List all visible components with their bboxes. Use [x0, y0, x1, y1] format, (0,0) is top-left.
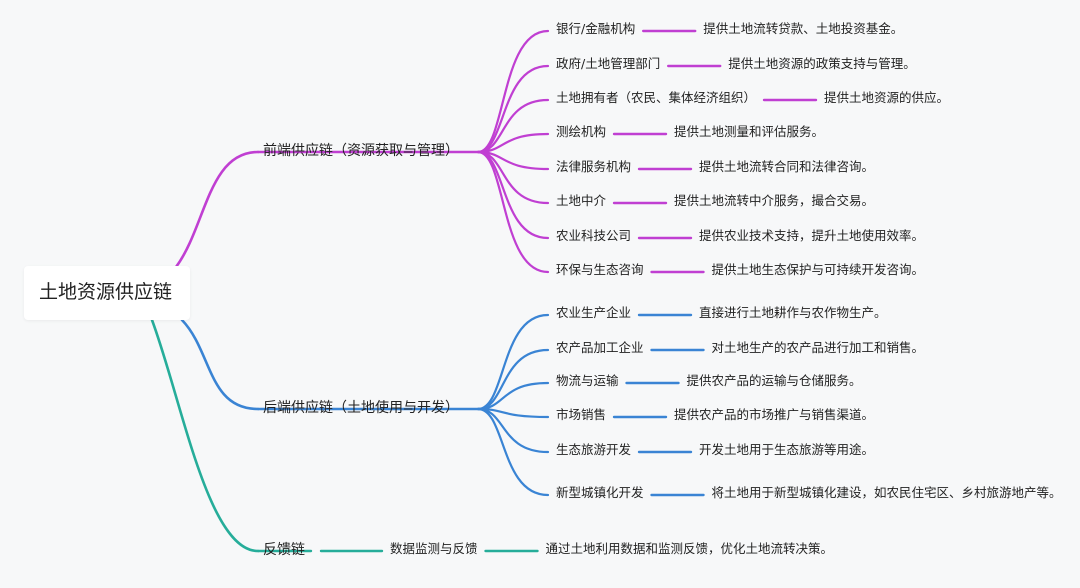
- leaf-front-1[interactable]: 政府/土地管理部门: [556, 56, 661, 71]
- leaf-front-5[interactable]: 土地中介: [556, 193, 607, 208]
- link-root-branch-feedback: [150, 318, 260, 553]
- leaf-desc-back-0[interactable]: 直接进行土地耕作与农作物生产。: [699, 305, 887, 320]
- leaf-front-3[interactable]: 测绘机构: [556, 124, 607, 139]
- branch-front-supply-chain[interactable]: 前端供应链（资源获取与管理）: [263, 143, 459, 159]
- branch-feedback-chain[interactable]: 反馈链: [263, 542, 305, 558]
- leaf-back-4[interactable]: 生态旅游开发: [556, 442, 632, 457]
- leaf-desc-front-1[interactable]: 提供土地资源的政策支持与管理。: [728, 56, 916, 71]
- leaf-back-5[interactable]: 新型城镇化开发: [556, 485, 644, 500]
- link-branch-leaf-front-0: [476, 29, 550, 154]
- branch-back-supply-chain[interactable]: 后端供应链（土地使用与开发）: [263, 400, 459, 416]
- leaf-desc-front-7[interactable]: 提供土地生态保护与可持续开发咨询。: [711, 262, 925, 277]
- link-root-branch-front: [174, 150, 260, 269]
- leaf-desc-back-4[interactable]: 开发土地用于生态旅游等用途。: [699, 442, 875, 457]
- leaf-desc-front-5[interactable]: 提供土地流转中介服务，撮合交易。: [674, 193, 875, 208]
- leaf-desc-front-6[interactable]: 提供农业技术支持，提升土地使用效率。: [699, 228, 925, 243]
- leaf-desc-back-5[interactable]: 将土地用于新型城镇化建设，如农民住宅区、乡村旅游地产等。: [711, 485, 1062, 500]
- leaf-desc-front-3[interactable]: 提供土地测量和评估服务。: [674, 124, 825, 139]
- link-branch-leaf-front-7: [476, 150, 550, 274]
- leaf-back-1[interactable]: 农产品加工企业: [556, 340, 644, 355]
- link-branch-leaf-back-2: [476, 381, 550, 411]
- leaf-front-4[interactable]: 法律服务机构: [556, 159, 632, 174]
- leaf-desc-back-1[interactable]: 对土地生产的农产品进行加工和销售。: [711, 340, 925, 355]
- link-branch-leaf-front-1: [476, 64, 550, 154]
- leaf-back-0[interactable]: 农业生产企业: [556, 305, 632, 320]
- root-node-box[interactable]: [24, 266, 190, 320]
- leaf-desc-front-4[interactable]: 提供土地流转合同和法律咨询。: [699, 159, 875, 174]
- leaf-front-6[interactable]: 农业科技公司: [556, 228, 632, 243]
- link-branch-leaf-back-1: [476, 348, 550, 411]
- leaf-desc-front-2[interactable]: 提供土地资源的供应。: [824, 90, 950, 105]
- leaf-front-2[interactable]: 土地拥有者（农民、集体经济组织）: [556, 90, 757, 105]
- leaf-feedback-0[interactable]: 数据监测与反馈: [390, 541, 478, 556]
- leaf-desc-feedback-0[interactable]: 通过土地利用数据和监测反馈，优化土地流转决策。: [545, 541, 834, 556]
- leaf-desc-back-3[interactable]: 提供农产品的市场推广与销售渠道。: [674, 407, 875, 422]
- leaf-back-2[interactable]: 物流与运输: [556, 373, 619, 388]
- link-branch-leaf-back-0: [476, 313, 550, 411]
- leaf-front-0[interactable]: 银行/金融机构: [556, 21, 636, 36]
- link-root-branch-back: [180, 318, 260, 411]
- link-branch-leaf-front-2: [476, 98, 550, 154]
- root-node-label[interactable]: 土地资源供应链: [39, 281, 173, 303]
- link-branch-leaf-back-5: [476, 407, 550, 497]
- leaf-desc-front-0[interactable]: 提供土地流转贷款、土地投资基金。: [703, 21, 904, 36]
- leaf-desc-back-2[interactable]: 提供农产品的运输与仓储服务。: [686, 373, 862, 388]
- leaf-back-3[interactable]: 市场销售: [556, 407, 607, 422]
- leaf-front-7[interactable]: 环保与生态咨询: [556, 262, 644, 277]
